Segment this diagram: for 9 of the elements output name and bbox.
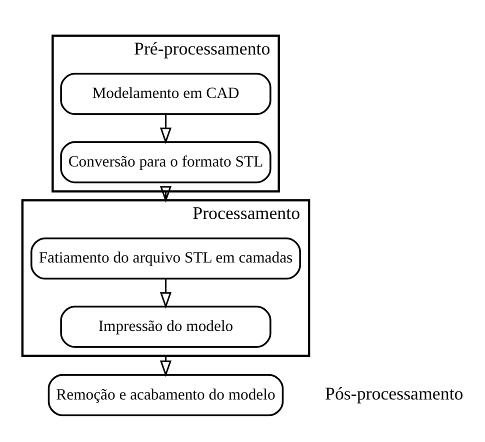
node-box: Remoção e acabamento do modelo (47, 374, 284, 416)
node-box: Fatiamento do arquivo STL em camadas (30, 237, 300, 280)
arrow (159, 114, 172, 144)
node-box: Conversão para o formato STL (60, 141, 271, 184)
node-box: Modelamento em CAD (60, 72, 271, 115)
node-box: Impressão do modelo (60, 306, 271, 348)
arrow (159, 278, 172, 309)
arrow (159, 186, 172, 203)
node-label: Pós-processamento (324, 383, 463, 404)
